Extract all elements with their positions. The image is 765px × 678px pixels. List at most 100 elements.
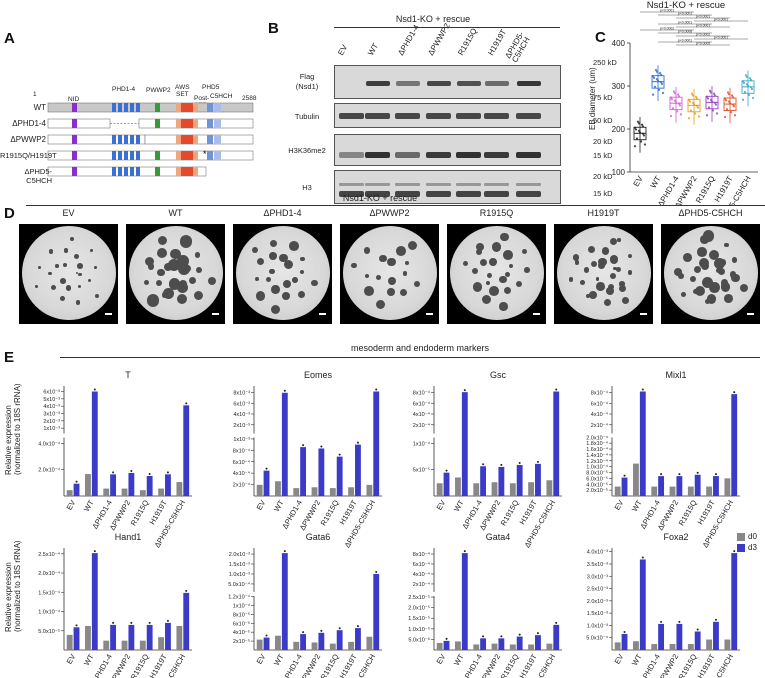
colony	[59, 295, 65, 301]
colony	[720, 282, 731, 292]
y-tick-label: 1.0x10⁻³	[229, 572, 250, 578]
y-tick-label: 1x10⁻⁴	[413, 440, 431, 447]
end-label: 2588	[242, 95, 257, 102]
data-point	[728, 102, 732, 105]
colony	[702, 276, 714, 289]
data-point	[633, 145, 637, 148]
bar-d3	[318, 448, 325, 496]
blot-label-tubulin: Tubulin	[294, 112, 320, 121]
colony	[50, 284, 57, 290]
pwwp-domain	[155, 119, 160, 128]
legend-d3-label: d3	[748, 543, 757, 552]
error-dot	[148, 472, 151, 475]
dish-image	[19, 224, 118, 324]
bar-chart: Hand15.0x10⁻⁵1.0x10⁻⁴1.5x10⁻⁴2.0x10⁻⁴2.5…	[38, 532, 192, 678]
bar-d3	[263, 470, 270, 496]
band-h3-upper	[456, 183, 481, 186]
x-tick-label: R1915Q	[129, 652, 151, 678]
data-point	[723, 115, 727, 119]
colony	[708, 250, 719, 261]
bar-d3	[281, 392, 288, 496]
error-dot	[265, 634, 268, 637]
data-point	[693, 112, 697, 115]
colony	[177, 282, 189, 293]
pvalue-label: p<0.0001	[696, 24, 710, 28]
band-h3-upper	[484, 183, 509, 186]
blot-header-line	[334, 27, 560, 28]
colony	[586, 294, 591, 299]
error-dot	[320, 445, 323, 448]
pvalue-label: p=0.0005	[696, 42, 710, 46]
colony	[387, 288, 395, 296]
x-tick-label: WT	[272, 652, 286, 667]
data-point	[676, 93, 680, 96]
band-h3	[426, 191, 451, 197]
band-flag	[485, 81, 509, 86]
bar-d3	[639, 559, 646, 650]
error-dot	[112, 621, 115, 624]
phd5-domain	[207, 135, 213, 144]
error-dot	[302, 444, 305, 447]
panel-label-e: E	[4, 349, 15, 366]
data-point	[661, 91, 665, 94]
colony	[163, 288, 174, 300]
phd14-label: PHD1-4	[112, 86, 136, 93]
colony	[723, 294, 733, 304]
bar-d0	[687, 486, 694, 496]
data-point	[732, 105, 736, 108]
bar-d3	[658, 623, 665, 650]
y-tick-label: 100	[612, 168, 626, 177]
colony	[147, 263, 154, 270]
set-domain	[181, 167, 193, 176]
colony	[693, 288, 699, 295]
colony	[568, 277, 573, 282]
y-tick-label: 5x10⁻³	[43, 397, 60, 403]
postset-domain	[193, 103, 198, 112]
colony	[509, 263, 514, 269]
colony	[387, 257, 396, 267]
y-tick-label: 8x10⁻⁵	[233, 611, 250, 618]
y-tick-label: 1.2x10⁻⁴	[228, 594, 250, 601]
bar-d3	[731, 394, 738, 496]
error-dot	[375, 388, 378, 391]
colony	[76, 300, 81, 305]
bar-d0	[158, 637, 165, 650]
bar-d0	[436, 642, 443, 650]
y-tick-label: 6x10⁻³	[43, 390, 60, 396]
colony	[90, 249, 93, 252]
colony	[143, 279, 150, 286]
colony	[363, 286, 374, 297]
y-tick-label: 1.5x10⁻³	[229, 562, 250, 568]
plate	[236, 226, 330, 320]
band-h3k36me2	[339, 152, 364, 158]
x-tick-label: EV	[435, 653, 448, 666]
c5hch-label: C5HCH	[210, 93, 233, 100]
plate	[343, 226, 437, 320]
colony	[475, 242, 485, 252]
colony	[615, 266, 622, 273]
data-point	[655, 78, 659, 81]
colony	[706, 294, 717, 304]
phd-domain	[136, 151, 140, 160]
colony	[269, 251, 277, 260]
data-point	[640, 123, 644, 126]
colony	[176, 294, 187, 305]
dish-label: ΔPHD5-C5HCH	[678, 208, 743, 218]
band-h3-upper	[395, 183, 420, 186]
bar-d0	[528, 644, 535, 650]
colony	[481, 295, 491, 305]
colony	[609, 237, 617, 245]
bar-d3	[128, 472, 135, 496]
pvalue-label: p<0.0001	[696, 15, 710, 19]
scale-bar	[105, 313, 112, 315]
bar-d0	[275, 635, 281, 650]
colony	[195, 266, 202, 274]
phd-domain	[112, 103, 116, 112]
band-h3k36me2	[365, 152, 390, 158]
bar-d0	[473, 644, 480, 650]
data-point	[656, 79, 660, 82]
colony	[168, 278, 181, 290]
colony	[65, 285, 71, 291]
bar-d3	[318, 632, 325, 650]
bar-d3	[731, 553, 738, 650]
